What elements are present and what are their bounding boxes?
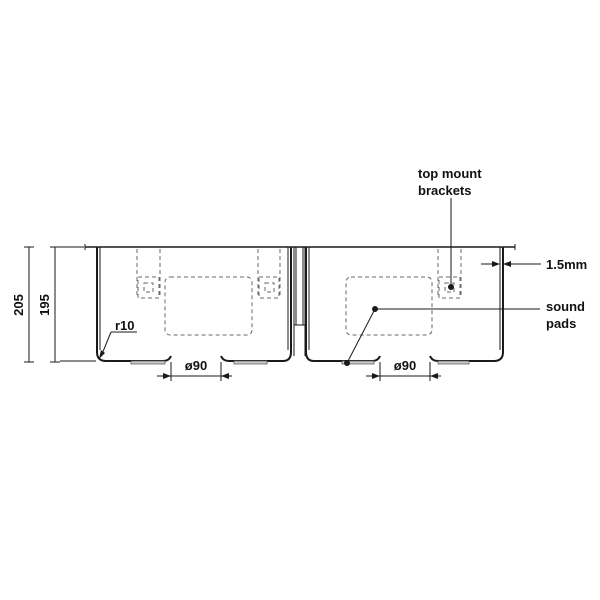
top-mount-label-line1: top mount bbox=[418, 166, 482, 181]
right-bowl bbox=[305, 247, 504, 365]
right-sound-pad-b bbox=[437, 360, 470, 365]
height-outer-label: 205 bbox=[11, 294, 26, 316]
radius-label: r10 bbox=[115, 318, 135, 333]
thickness-label: 1.5mm bbox=[546, 257, 587, 272]
sound-pads-label-line2: pads bbox=[546, 316, 576, 331]
sound-pads-leader: sound pads bbox=[344, 299, 585, 366]
top-mount-label-line2: brackets bbox=[418, 183, 471, 198]
waste-right-label: ø90 bbox=[394, 358, 416, 373]
waste-dimension-left: ø90 bbox=[157, 358, 232, 381]
top-mount-leader: top mount brackets bbox=[418, 166, 482, 290]
left-sound-pad-a bbox=[130, 360, 166, 365]
radius-callout: r10 bbox=[99, 318, 137, 359]
left-bowl bbox=[96, 247, 292, 365]
right-sound-pad-a bbox=[341, 360, 375, 365]
left-hidden-features bbox=[136, 249, 281, 336]
height-inner-label: 195 bbox=[37, 294, 52, 316]
thickness-callout: 1.5mm bbox=[481, 257, 587, 272]
left-sound-pad-b bbox=[233, 360, 268, 365]
bowl-divider bbox=[293, 247, 306, 356]
waste-dimension-right: ø90 bbox=[366, 358, 441, 381]
sound-pads-label-line1: sound bbox=[546, 299, 585, 314]
sink-rim bbox=[84, 244, 516, 250]
height-dimensions: 205 195 bbox=[11, 246, 96, 363]
right-hidden-features bbox=[345, 249, 462, 336]
waste-left-label: ø90 bbox=[185, 358, 207, 373]
